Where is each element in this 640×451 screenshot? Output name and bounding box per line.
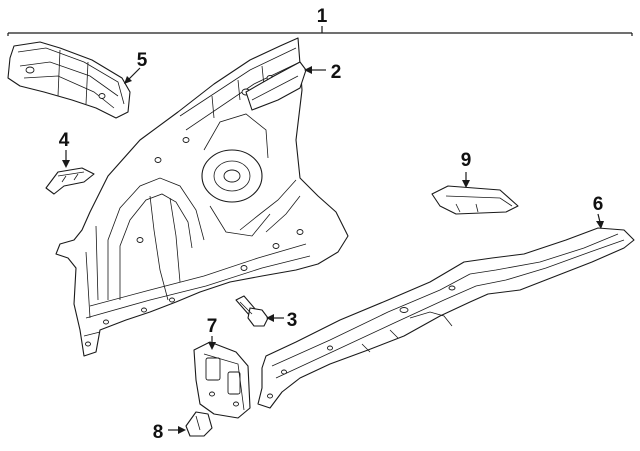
part-6-side-rail[interactable] xyxy=(257,227,635,409)
callout-1-label: 1 xyxy=(317,6,328,27)
callout-1-leader xyxy=(7,26,633,36)
part-1-apron-assembly[interactable] xyxy=(55,37,349,357)
part-7-reinforcement-plate[interactable] xyxy=(193,341,251,419)
part-5-apron-extension[interactable] xyxy=(7,41,131,119)
part-8-clip-bracket[interactable] xyxy=(185,411,213,437)
part-3-bolt[interactable] xyxy=(235,295,269,327)
callout-leaders xyxy=(62,66,604,434)
part-2-upper-rail-reinforcement[interactable] xyxy=(245,61,307,111)
callout-3-label: 3 xyxy=(287,310,298,331)
callout-5-label: 5 xyxy=(137,50,148,71)
callout-4-label: 4 xyxy=(59,130,70,151)
callout-7-label: 7 xyxy=(207,316,218,337)
part-4-bracket[interactable] xyxy=(45,167,95,195)
callout-6-label: 6 xyxy=(593,194,604,215)
part-9-support-bracket[interactable] xyxy=(431,185,519,215)
callout-9-label: 9 xyxy=(461,150,472,171)
callout-2-label: 2 xyxy=(331,62,342,83)
callout-8-label: 8 xyxy=(153,422,164,443)
